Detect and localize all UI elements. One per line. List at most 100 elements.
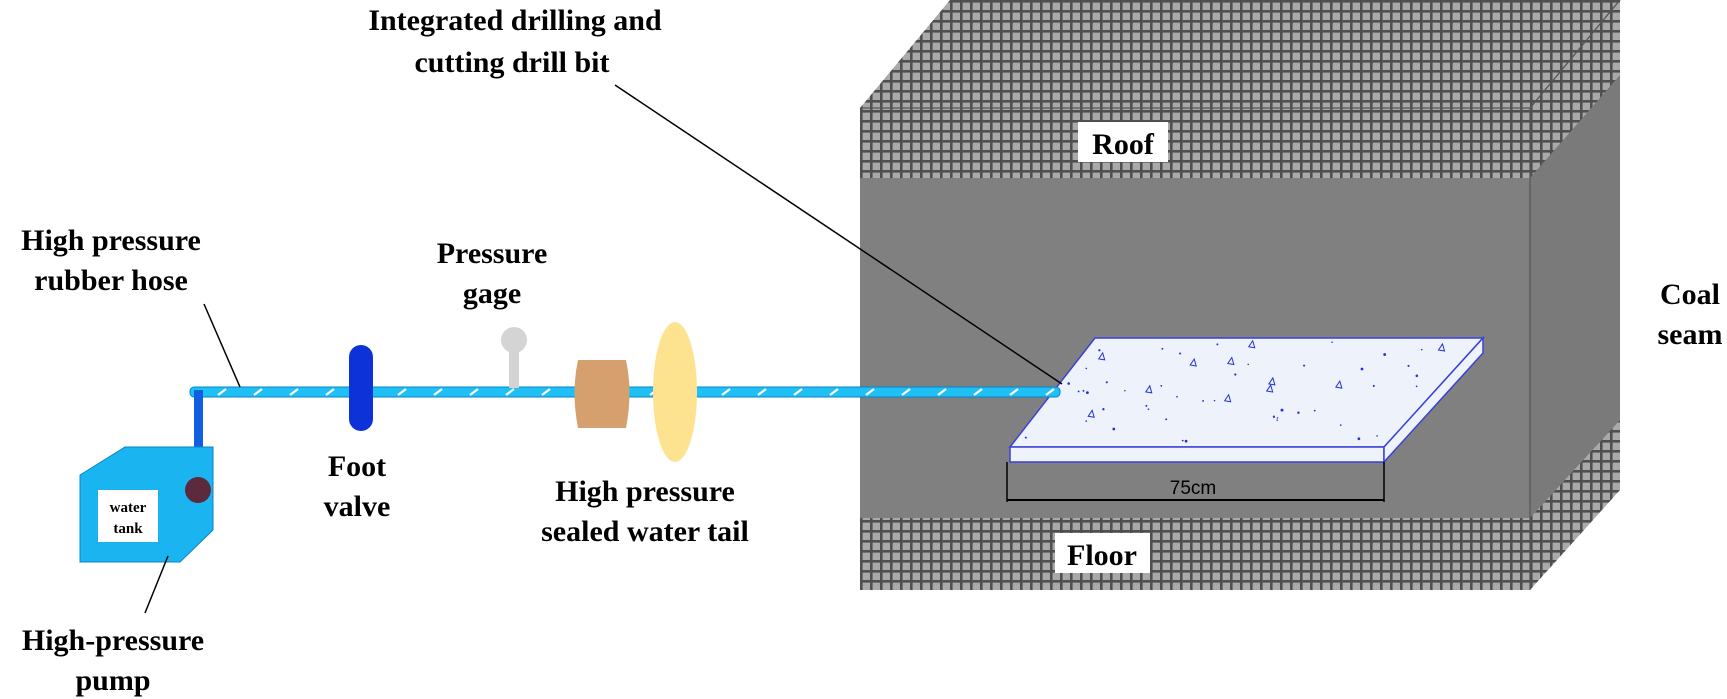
pressure-gage-label-line2: gage — [463, 277, 521, 310]
pump-label-line2: pump — [75, 664, 150, 697]
slab-speck — [1334, 379, 1343, 389]
pipe-stripe — [901, 388, 911, 396]
water-tail-label-line1: High pressure — [555, 475, 735, 508]
slab-speck — [1372, 384, 1375, 387]
slab-speck — [1247, 363, 1249, 366]
water-tank-label-line1: water — [110, 500, 147, 516]
pipe-stripe — [721, 388, 731, 396]
slab-speck — [1147, 408, 1150, 411]
water-tank-label-line2: tank — [113, 521, 143, 537]
slab-speck — [1415, 385, 1418, 388]
foot-valve-label-line2: valve — [324, 490, 391, 523]
slab-speck — [1024, 436, 1027, 439]
slab-speck — [1202, 399, 1205, 402]
slab-speck — [1085, 367, 1088, 370]
leader-pump — [144, 555, 169, 614]
pipe-stripe — [505, 388, 515, 396]
slab-speck — [1087, 409, 1095, 418]
slab-speck — [1160, 385, 1163, 387]
pump-label-line1: High-pressure — [22, 624, 204, 657]
slab-speck — [1077, 390, 1080, 393]
riser-pipe — [194, 390, 203, 490]
pipe-stripe — [793, 388, 803, 396]
roof-label-bg — [1078, 122, 1168, 162]
pipe-stripe — [1045, 388, 1055, 396]
high-pressure-pump: water tank — [79, 446, 214, 563]
slab-speck — [1247, 339, 1256, 349]
foot-valve-label-line1: Foot — [328, 450, 386, 483]
block-top-face — [860, 0, 1620, 108]
pressure-gage-dial — [501, 327, 527, 353]
pressure-gage-label-line1: Pressure — [437, 237, 548, 270]
slab-speck — [1098, 349, 1101, 352]
slab-speck — [1226, 356, 1235, 366]
water-tank-label-bg — [98, 490, 158, 542]
pipe-stripe — [433, 388, 443, 396]
rubber-hose-label-line2: rubber hose — [34, 264, 188, 297]
floor-layer — [860, 518, 1530, 590]
slab-speck — [1357, 437, 1361, 441]
slab-speck — [1223, 393, 1232, 403]
block-diagonal-line — [1529, 0, 1621, 109]
slab-speck — [1360, 367, 1364, 371]
dimension-marker: 75cm — [1006, 462, 1385, 502]
slab-speck — [1280, 408, 1284, 412]
pipe-stripe — [757, 388, 767, 396]
coal-seam-label-line2: seam — [1658, 318, 1723, 351]
seal-disk — [653, 322, 697, 462]
pipe-stripe — [469, 388, 479, 396]
slab-speck — [1165, 418, 1168, 421]
foot-valve — [349, 345, 373, 431]
slab-speck — [1383, 353, 1387, 356]
slab-speck — [1234, 373, 1237, 376]
slab-speck — [1184, 439, 1188, 443]
pipe-stripe — [397, 388, 407, 396]
leader-rubber-hose — [203, 303, 241, 388]
slab-speck — [1179, 352, 1182, 355]
slab-speck — [1189, 357, 1197, 367]
pipe-stripe — [973, 388, 983, 396]
slab-speck — [1112, 427, 1116, 431]
roof-label: Roof — [1092, 128, 1155, 161]
sealed-water-tail — [574, 322, 697, 462]
floor-label: Floor — [1067, 539, 1137, 572]
seal-ring — [574, 360, 630, 428]
slab-speck — [1145, 404, 1148, 407]
drill-bit-label-line2: cutting drill bit — [414, 46, 609, 79]
pipe-stripe — [937, 388, 947, 396]
slab-speck — [1331, 341, 1333, 343]
slab-speck — [1105, 381, 1108, 384]
coal-seam-label-line1: Coal — [1660, 278, 1720, 311]
coal-seam-side — [1530, 75, 1620, 518]
slab-speck — [1313, 409, 1316, 412]
slab-speck — [1265, 383, 1274, 393]
slab-speck — [1297, 411, 1300, 414]
slab-speck — [1082, 389, 1085, 392]
slab-speck — [1268, 376, 1276, 386]
pressure-gage-stem — [509, 338, 519, 388]
rock-block — [860, 0, 1621, 590]
roof-layer — [860, 108, 1530, 178]
slab-speck — [1216, 343, 1219, 346]
pipe-stripe — [325, 388, 335, 396]
slab-speck — [1276, 419, 1278, 421]
slab-speck — [1124, 389, 1126, 392]
pump-knob — [185, 477, 211, 503]
slab-speck — [1415, 374, 1419, 378]
pipe-stripe — [217, 388, 227, 396]
water-tail-label-line2: sealed water tail — [541, 515, 749, 548]
slab-front — [1009, 446, 1385, 463]
slab-side — [1383, 336, 1484, 464]
pipe-stripe — [253, 388, 263, 396]
pipe-stripe — [289, 388, 299, 396]
slab-speck — [1102, 408, 1105, 411]
slab-speck — [1144, 384, 1153, 394]
pressure-gage — [501, 327, 527, 388]
slab-speck — [1421, 348, 1423, 351]
pipe-stripe — [829, 388, 839, 396]
drill-bit-label-line1: Integrated drilling and — [368, 4, 662, 37]
slab-speck — [1176, 395, 1178, 398]
floor-label-bg — [1055, 533, 1150, 573]
slab-speck — [1272, 415, 1276, 418]
